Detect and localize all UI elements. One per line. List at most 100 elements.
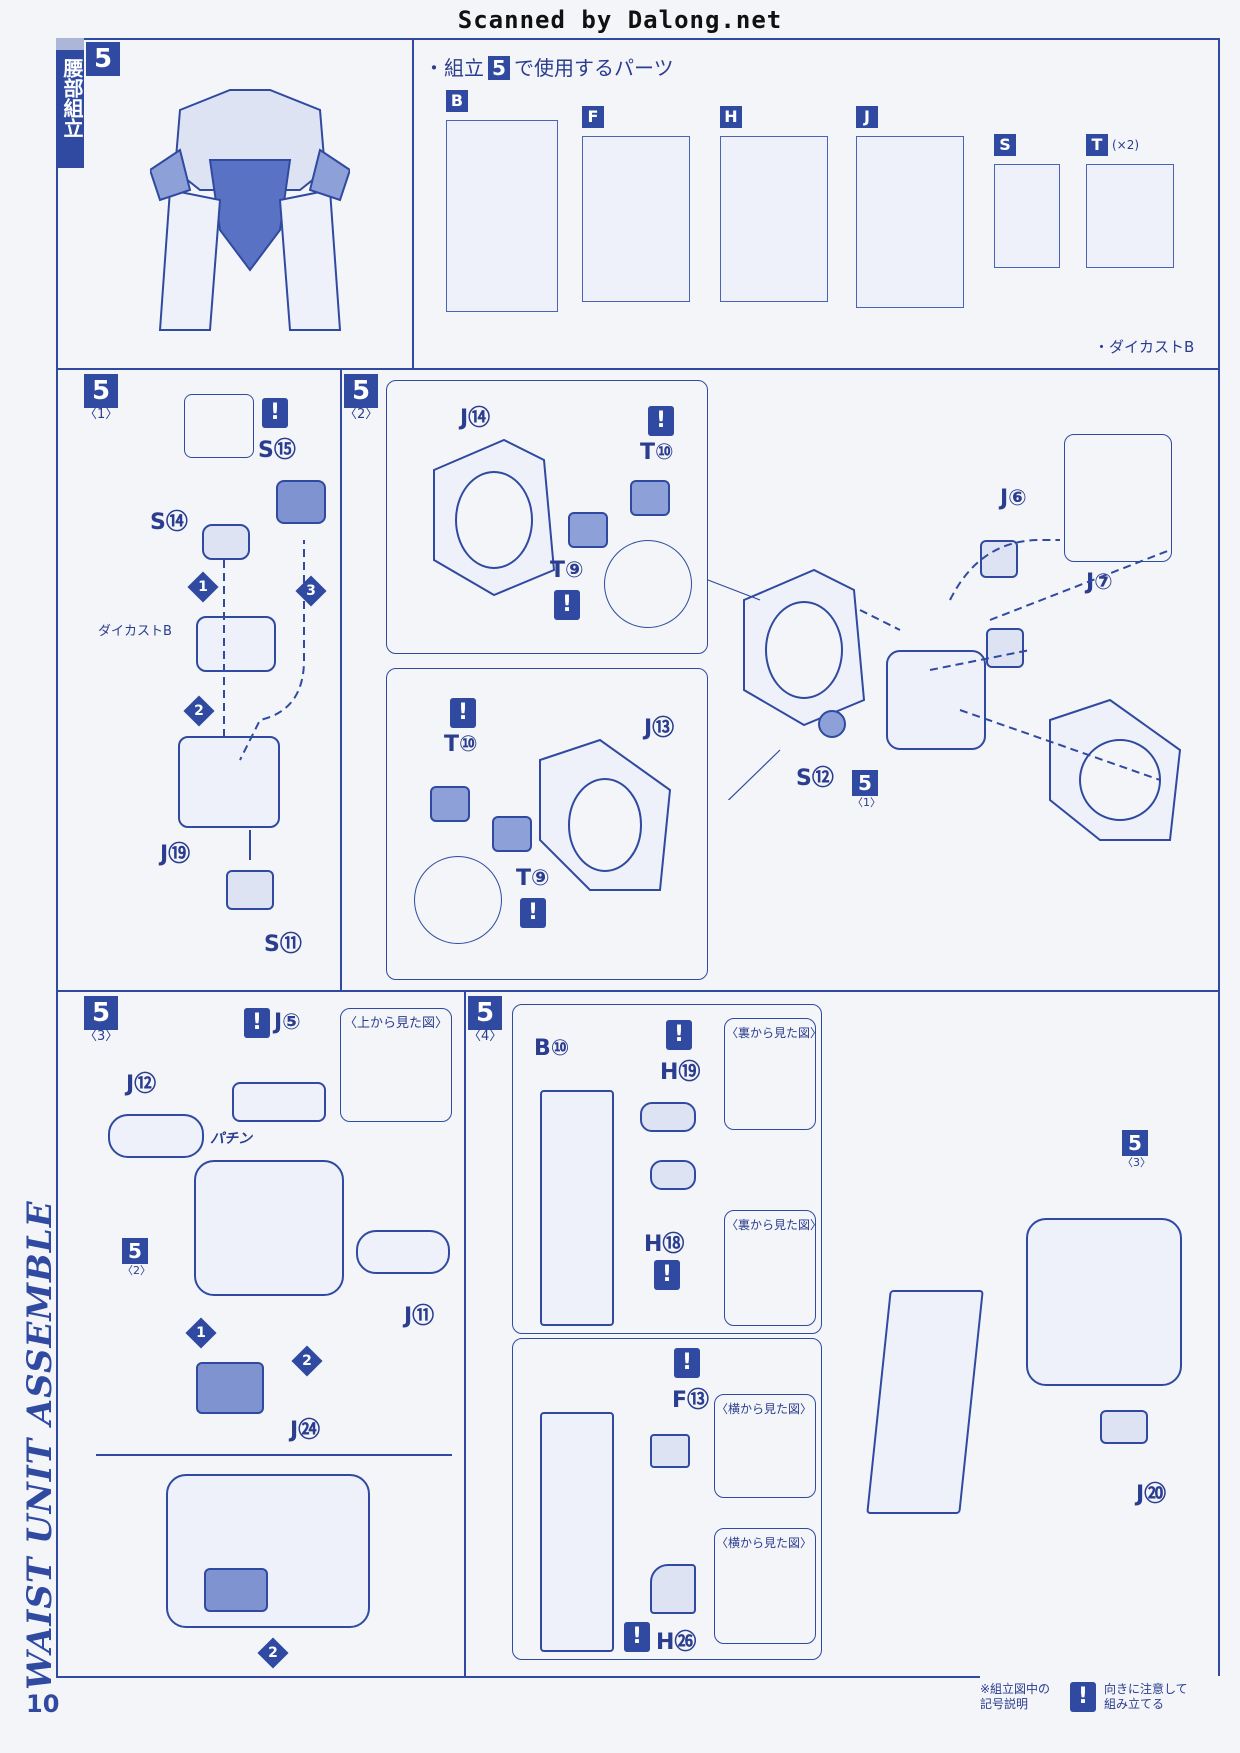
side-view-panel-2 [714, 1528, 816, 1644]
step-marker: 2 [291, 1345, 323, 1377]
detail-panel-f13 [512, 1338, 822, 1660]
part-b10-lower [540, 1412, 614, 1652]
page-frame [56, 38, 1220, 1678]
substep-3-badge: 5 〈3〉 [84, 996, 119, 1044]
detail-circle-a [604, 540, 692, 628]
label-pachi: パチン [210, 1131, 252, 1147]
label-back-view-1: 〈裏から見た図〉 [726, 1026, 823, 1040]
warning-icon: ! [244, 1008, 270, 1038]
diecast-note: ・ダイカストB [1094, 338, 1195, 356]
substep-1-inset [184, 394, 254, 458]
side-title: WAIST UNIT ASSEMBLE [20, 1200, 60, 1690]
label-side-view-1: 〈横から見た図〉 [716, 1402, 813, 1416]
assembly-j14-j13 [743, 568, 866, 727]
detail-circle-b [414, 856, 502, 944]
section-title-bar: 腰部組立 [56, 38, 84, 168]
part-t9-a [568, 512, 608, 548]
part-s14 [202, 524, 250, 560]
label-j7: J⑦ [1086, 570, 1113, 595]
legend-box: ※組立図中の 記号説明 ! 向きに注意して 組み立てる [980, 1676, 1220, 1718]
top-view-panel [340, 1008, 452, 1122]
step-marker: 2 [257, 1637, 289, 1669]
legend-warning-icon: ! [1070, 1682, 1096, 1712]
legend-title: ※組立図中の 記号説明 [980, 1682, 1051, 1711]
part-s11 [226, 870, 274, 910]
sprue-h: H [720, 106, 828, 302]
part-diecast-b [196, 616, 276, 672]
label-j24: J㉔ [290, 1418, 321, 1443]
label-j14: J⑭ [460, 406, 491, 431]
substep-3-divider [96, 1454, 452, 1456]
label-j13: J⑬ [644, 716, 675, 741]
label-j6: J⑥ [1000, 486, 1027, 511]
part-h18 [650, 1160, 696, 1190]
detail-panel-j14 [386, 380, 708, 654]
label-f13: F⑬ [672, 1388, 710, 1413]
warning-icon: ! [654, 1260, 680, 1290]
part-f13 [650, 1434, 690, 1468]
part-b10 [540, 1090, 614, 1326]
sprue-t: T(×2) [1086, 134, 1174, 268]
row3-divider [56, 990, 1220, 992]
side-view-panel-1 [714, 1394, 816, 1498]
detail-panel-j13 [386, 668, 708, 980]
waist-overview-illustration [150, 89, 350, 331]
assembly-dashes-2 [707, 539, 1171, 800]
label-s15: S⑮ [258, 438, 296, 463]
part-s12 [818, 710, 846, 738]
ref-badge-5-1: 5 〈1〉 [852, 770, 881, 809]
row2-divider [340, 370, 342, 990]
label-t9-a: T⑨ [550, 558, 584, 583]
sprue-b: B [446, 90, 558, 312]
step-marker: 1 [185, 1317, 217, 1349]
substep-2-badge: 5 〈2〉 [344, 374, 379, 422]
label-h19: H⑲ [660, 1060, 701, 1085]
warning-icon: ! [674, 1348, 700, 1378]
part-j20 [1100, 1410, 1148, 1444]
label-t10-b: T⑩ [444, 732, 478, 757]
ref-badge-5-3: 5 〈3〉 [1122, 1130, 1151, 1169]
warning-icon: ! [262, 398, 288, 428]
part-j14 [433, 438, 556, 597]
back-view-panel-1 [724, 1018, 816, 1130]
detail-panel-small [1064, 434, 1172, 562]
part-j24 [196, 1362, 264, 1414]
warning-icon: ! [520, 898, 546, 928]
label-j5: J⑤ [274, 1010, 301, 1035]
part-j12 [108, 1114, 204, 1158]
section-step-number: 5 [86, 42, 120, 76]
part-t10-b [430, 786, 470, 822]
part-diecast-assembly [886, 650, 986, 750]
part-j19 [178, 736, 280, 828]
scan-credit: Scanned by Dalong.net [457, 6, 783, 34]
label-diecast: ダイカストB [98, 624, 172, 639]
substep-1-badge: 5 〈1〉 [84, 374, 119, 422]
label-j19: J⑲ [160, 842, 191, 867]
detail-panel-b10 [512, 1004, 822, 1334]
part-h19 [640, 1102, 696, 1132]
label-s12: S⑫ [796, 766, 834, 791]
label-h18: H⑱ [644, 1232, 685, 1257]
sprue-f: F [582, 106, 690, 302]
part-t10-a [630, 480, 670, 516]
part-j6 [980, 540, 1018, 578]
sprue-j: J [856, 106, 964, 308]
warning-icon: ! [648, 406, 674, 436]
part-s15 [276, 480, 326, 524]
warning-icon: ! [624, 1622, 650, 1652]
waist-assembly-main [194, 1160, 344, 1296]
part-j13 [539, 738, 672, 891]
part-j5 [232, 1082, 326, 1122]
top-vertical-divider [412, 38, 414, 368]
label-j12: J⑫ [126, 1072, 157, 1097]
label-b10: B⑩ [534, 1036, 570, 1061]
part-j11 [356, 1230, 450, 1274]
page-number: 10 [26, 1690, 60, 1718]
label-s14: S⑭ [150, 510, 188, 535]
row3-vertical-divider [464, 992, 466, 1678]
warning-icon: ! [666, 1020, 692, 1050]
label-j20: J⑳ [1136, 1482, 1167, 1507]
part-h26 [650, 1564, 696, 1614]
assembly-arrows-1 [223, 540, 305, 860]
